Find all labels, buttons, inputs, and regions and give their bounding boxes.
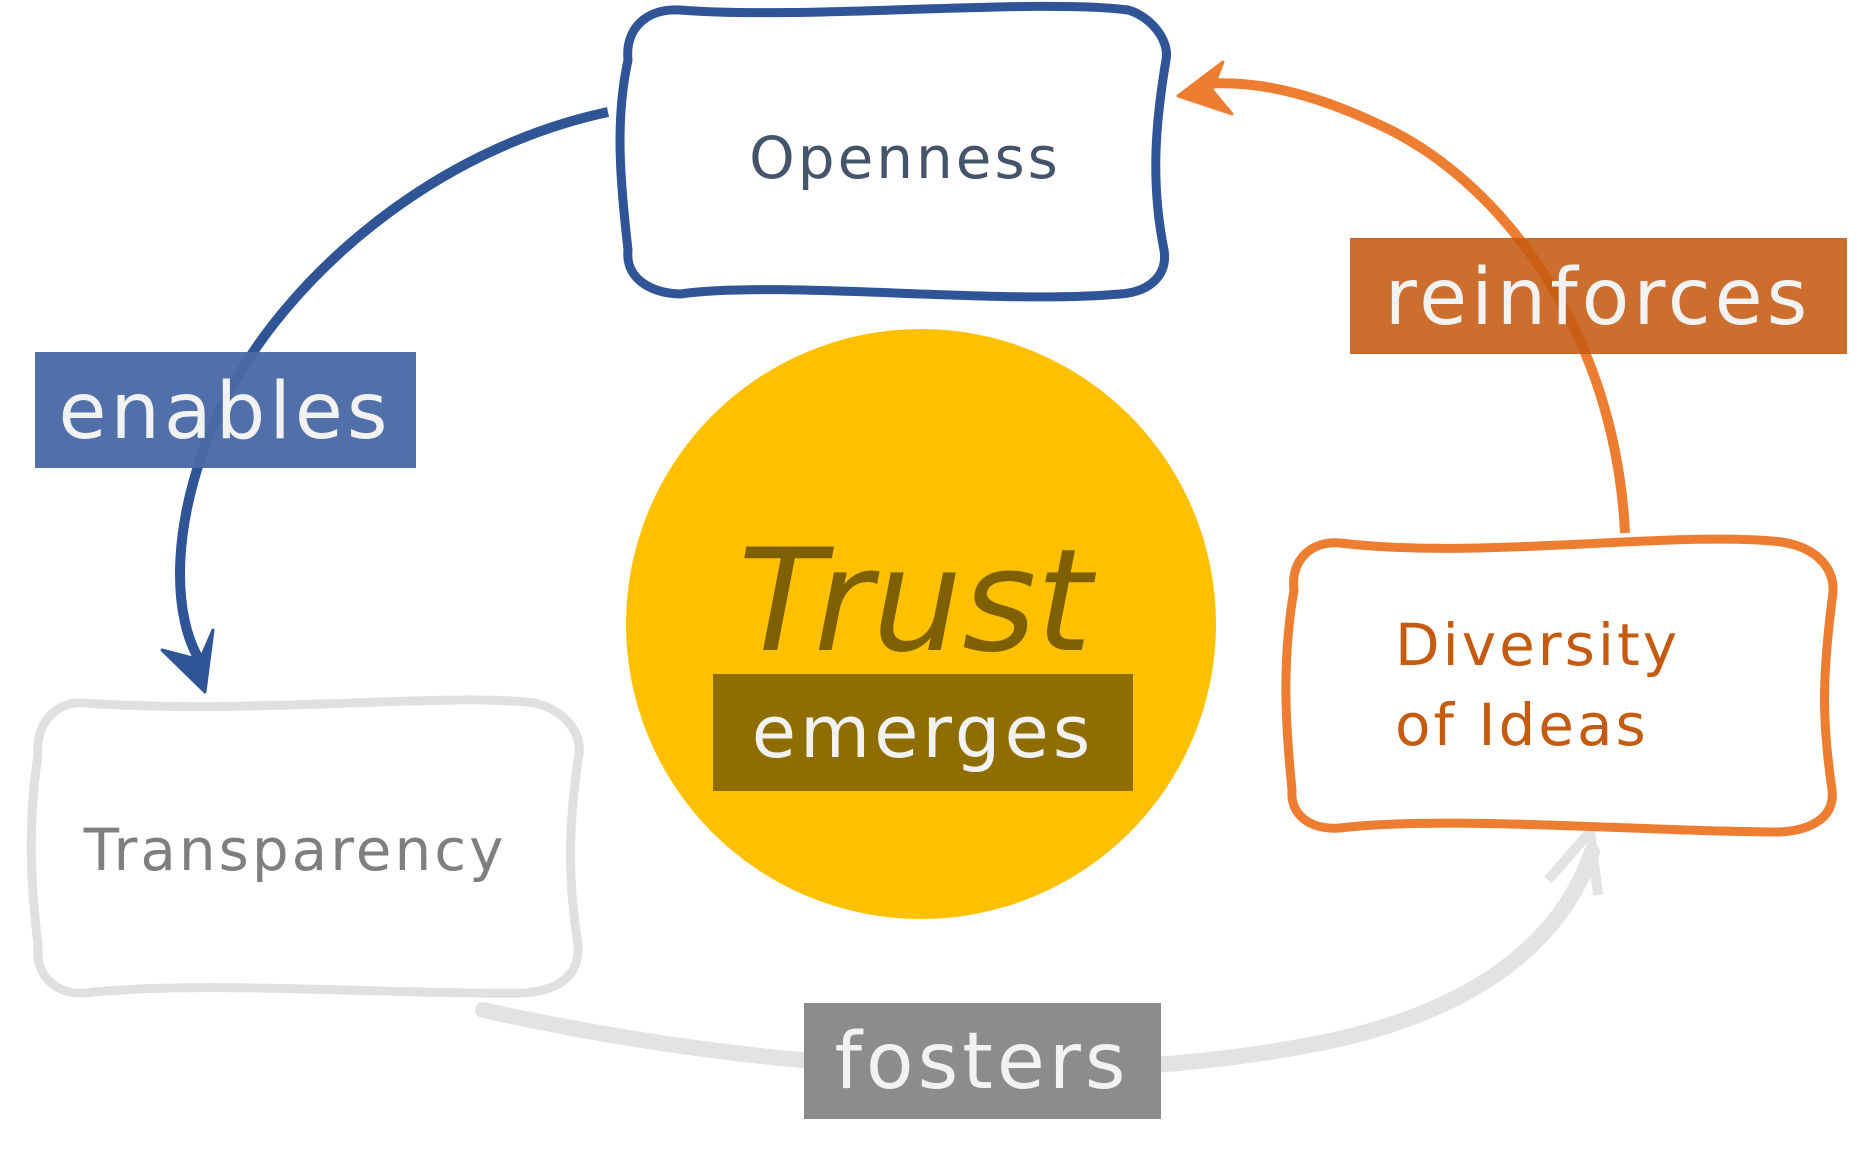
reinforces-arrow-line (1201, 78, 1630, 534)
enables-arrowhead (160, 628, 215, 694)
edge-reinforces (1176, 60, 1630, 534)
fosters-label-box (804, 1003, 1161, 1119)
edge-fosters (475, 827, 1603, 1079)
trust-title: Trust (738, 519, 1097, 684)
node-openness: Openness (615, 1, 1171, 302)
fosters-arrow-line (475, 844, 1600, 1079)
reinforces-arrowhead (1176, 60, 1234, 116)
reinforces-label-box (1350, 238, 1847, 354)
fosters-label-group: fosters (804, 1003, 1161, 1119)
openness-box (615, 1, 1171, 302)
enables-label-box (35, 352, 416, 468)
center-trust: Trust emerges (626, 329, 1216, 919)
reinforces-label: reinforces (1385, 253, 1812, 343)
fosters-label: fosters (834, 1017, 1129, 1107)
enables-label: enables (58, 367, 391, 457)
fosters-arrowhead (1544, 827, 1603, 896)
diversity-box (1281, 534, 1838, 837)
openness-label: Openness (749, 124, 1061, 192)
diversity-label-line1: Diversity (1395, 611, 1680, 679)
node-transparency: Transparency (26, 695, 584, 998)
node-diversity-of-ideas: Diversity of Ideas (1281, 534, 1838, 837)
emerges-label: emerges (752, 690, 1095, 774)
emerges-label-box (713, 674, 1133, 791)
reinforces-label-group: reinforces (1350, 238, 1847, 354)
transparency-label: Transparency (83, 816, 507, 884)
enables-label-group: enables (35, 352, 416, 468)
diversity-label-line2: of Ideas (1395, 691, 1649, 759)
transparency-box (26, 695, 584, 998)
